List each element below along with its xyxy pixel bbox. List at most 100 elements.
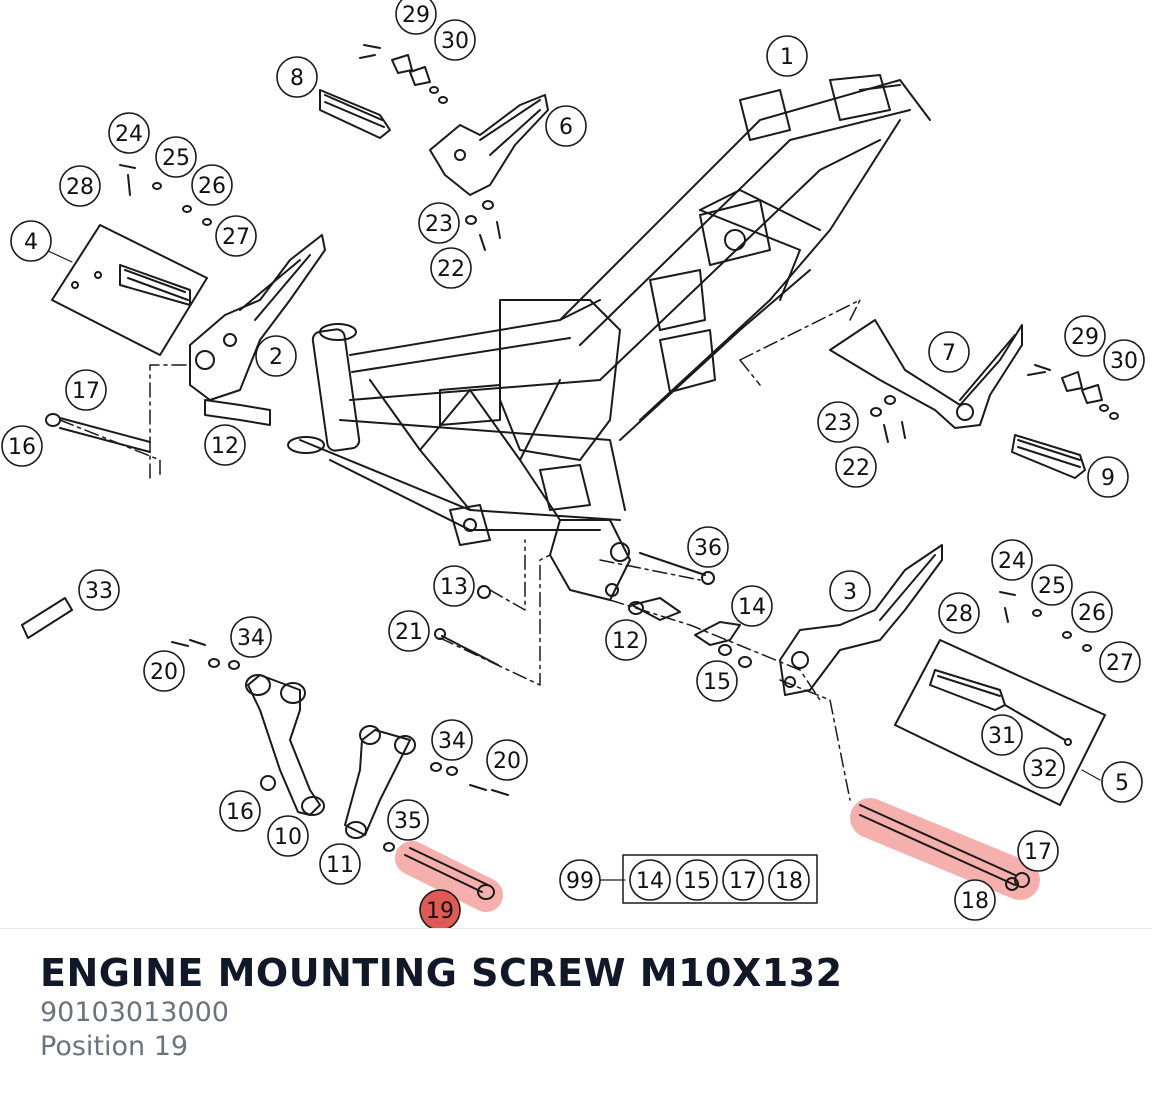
callout-c28b[interactable]: 28 [938,592,980,634]
kit-item-18[interactable]: 18 [768,859,810,901]
callout-c23b[interactable]: 23 [817,401,859,443]
callout-c32[interactable]: 32 [1023,747,1065,789]
part-info-panel: ENGINE MOUNTING SCREW M10X132 9010301300… [40,950,1112,1064]
callout-c23a-label: 23 [425,212,453,237]
callout-c11[interactable]: 11 [319,843,361,885]
callout-c6-label: 6 [559,115,573,140]
bracket-11 [344,725,416,839]
callout-c24b-circle [991,539,1033,581]
callout-c31[interactable]: 31 [981,714,1023,756]
callout-c20b-circle [486,739,528,781]
kit-box [622,854,818,904]
callout-c21[interactable]: 21 [388,610,430,652]
highlight-axle-17-18[interactable] [850,798,1040,900]
callout-c33[interactable]: 33 [78,569,120,611]
callout-c3[interactable]: 3 [829,570,871,612]
callout-c27b[interactable]: 27 [1099,641,1141,683]
callout-c12b[interactable]: 12 [605,619,647,661]
callout-c34a-circle [230,616,272,658]
callout-c24b-label: 24 [998,549,1026,574]
callout-c12a-label: 12 [211,434,239,459]
callout-c12b-label: 12 [612,629,640,654]
callout-c13[interactable]: 13 [433,565,475,607]
callout-c36-label: 36 [694,536,722,561]
callout-c99-circle [559,859,601,901]
callout-c30a[interactable]: 30 [434,19,476,61]
callout-c16b-label: 16 [226,800,254,825]
callout-c99-label: 99 [566,869,594,894]
callout-c10-circle [267,815,309,857]
callout-c14[interactable]: 14 [731,585,773,627]
callout-c7[interactable]: 7 [928,331,970,373]
callout-c16a[interactable]: 16 [1,425,43,467]
callout-c24a[interactable]: 24 [108,112,150,154]
callout-c20a-circle [143,650,185,692]
callout-c34a[interactable]: 34 [230,616,272,658]
callout-c25a[interactable]: 25 [155,136,197,178]
kit-item-14[interactable]: 14 [629,859,671,901]
small-parts [45,44,1119,900]
callout-c20a[interactable]: 20 [143,650,185,692]
callout-c26b[interactable]: 26 [1071,591,1113,633]
callout-c16b-circle [219,790,261,832]
callout-c29b[interactable]: 29 [1064,315,1106,357]
callout-c11-circle [319,843,361,885]
callout-c24b[interactable]: 24 [991,539,1033,581]
callout-c5[interactable]: 5 [1101,761,1143,803]
callout-c34b-label: 34 [438,729,466,754]
callout-c2[interactable]: 2 [255,335,297,377]
callout-c25b[interactable]: 25 [1031,564,1073,606]
callout-c34a-label: 34 [237,626,265,651]
callout-c15-circle [696,660,738,702]
callout-c9[interactable]: 9 [1087,456,1129,498]
callout-c26a[interactable]: 26 [191,164,233,206]
callout-c26b-label: 26 [1078,601,1106,626]
callout-c6[interactable]: 6 [545,105,587,147]
callout-c18-label: 18 [961,889,989,914]
callout-c18[interactable]: 18 [954,879,996,921]
callout-c27a[interactable]: 27 [215,215,257,257]
callout-c23a[interactable]: 23 [418,202,460,244]
footrest-bracket-6 [429,94,549,196]
callout-c29a[interactable]: 29 [395,0,437,35]
footpeg-8 [319,89,391,139]
callout-c20b[interactable]: 20 [486,739,528,781]
callout-c12a[interactable]: 12 [204,424,246,466]
callout-c28a[interactable]: 28 [59,165,101,207]
callout-c5-circle [1101,761,1143,803]
callout-c17a[interactable]: 17 [65,369,107,411]
callout-c1-circle [766,35,808,77]
callout-c8[interactable]: 8 [276,56,318,98]
callout-c15[interactable]: 15 [696,660,738,702]
callout-c35[interactable]: 35 [387,799,429,841]
callout-c22b[interactable]: 22 [835,446,877,488]
kit-item-17[interactable]: 17 [722,859,764,901]
callout-c30b[interactable]: 30 [1103,339,1145,381]
callout-c1[interactable]: 1 [766,35,808,77]
kit-item-18-circle [768,859,810,901]
kit-item-15[interactable]: 15 [676,859,718,901]
callout-c4[interactable]: 4 [10,220,52,262]
callout-c22b-label: 22 [842,456,870,481]
callout-c22a-circle [430,247,472,289]
callout-c9-label: 9 [1101,466,1115,491]
callout-c99[interactable]: 99 [559,859,601,901]
callout-c36[interactable]: 36 [687,526,729,568]
callout-c28a-circle [59,165,101,207]
callout-c19[interactable]: 19 [419,889,461,928]
callout-c25b-circle [1031,564,1073,606]
footrest-bracket-3 [779,544,943,696]
callout-c22a[interactable]: 22 [430,247,472,289]
callout-c30a-label: 30 [441,29,469,54]
callout-c27a-label: 27 [222,225,250,250]
callout-c32-circle [1023,747,1065,789]
callout-c13-label: 13 [440,575,468,600]
callout-c17b[interactable]: 17 [1017,830,1059,872]
callout-c34b[interactable]: 34 [431,719,473,761]
callout-c22b-circle [835,446,877,488]
rubber-pad-33 [21,597,73,639]
callout-c16b[interactable]: 16 [219,790,261,832]
callout-c10[interactable]: 10 [267,815,309,857]
callout-c8-label: 8 [290,66,304,91]
